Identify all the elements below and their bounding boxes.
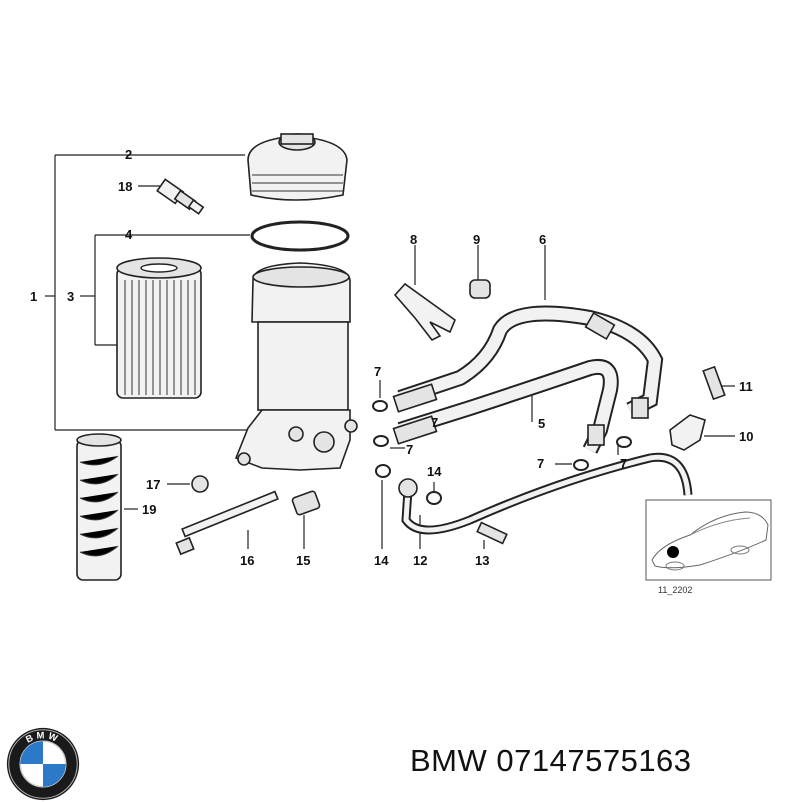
hollow-bolt-part — [476, 521, 508, 545]
callout-11: 11 — [739, 379, 753, 394]
callout-14b: 14 — [427, 464, 442, 479]
sensor-part — [156, 178, 205, 215]
callout-3: 3 — [67, 289, 74, 304]
filter-element-part — [116, 257, 202, 399]
callout-6: 6 — [539, 232, 546, 247]
callout-14a: 14 — [374, 553, 389, 568]
callout-1: 1 — [30, 289, 37, 304]
svg-text:BMW: BMW — [24, 730, 61, 745]
vehicle-locator-inset: 11_2202 — [645, 499, 772, 595]
callout-17: 17 — [146, 477, 160, 492]
callout-12: 12 — [413, 553, 427, 568]
callout-18: 18 — [118, 179, 132, 194]
rubber-mount-part — [469, 279, 491, 299]
cap-part — [247, 133, 348, 201]
callout-8: 8 — [410, 232, 417, 247]
inset-label: 11_2202 — [658, 585, 692, 595]
plug-part — [191, 475, 209, 493]
callout-2: 2 — [125, 147, 132, 162]
callout-15: 15 — [296, 553, 310, 568]
callout-4: 4 — [125, 227, 133, 242]
return-pipe-part — [398, 452, 693, 535]
part-number-caption: BMW 07147575163 — [410, 743, 692, 779]
callout-7d: 7 — [620, 456, 627, 471]
callout-19: 19 — [142, 502, 156, 517]
callout-9: 9 — [473, 232, 480, 247]
callout-5: 5 — [538, 416, 545, 431]
location-marker — [667, 546, 679, 558]
oil-cooler-hoses — [392, 305, 664, 454]
callout-16: 16 — [240, 553, 254, 568]
callout-10: 10 — [739, 429, 753, 444]
bmw-logo: BMW — [6, 727, 80, 801]
callout-7a: 7 — [374, 364, 381, 379]
callout-7c: 7 — [537, 456, 544, 471]
screw-plug-part — [291, 490, 321, 516]
o-ring-part — [250, 220, 350, 252]
filter-housing-part — [234, 262, 358, 471]
caption-brand: BMW — [410, 743, 488, 778]
callout-7b: 7 — [406, 442, 413, 457]
callout-labels: 1 2 3 4 5 6 7 7 7 7 7 8 9 10 11 12 13 14… — [30, 147, 753, 568]
sealing-washers — [372, 400, 632, 505]
bolt-part — [702, 365, 726, 401]
long-bolt-part — [175, 490, 279, 556]
center-tube-part — [76, 433, 122, 581]
callout-7e: 7 — [431, 415, 438, 430]
caption-part-number: 07147575163 — [496, 743, 692, 778]
holder-part — [669, 414, 706, 451]
bracket-part — [393, 282, 456, 342]
callout-13: 13 — [475, 553, 489, 568]
